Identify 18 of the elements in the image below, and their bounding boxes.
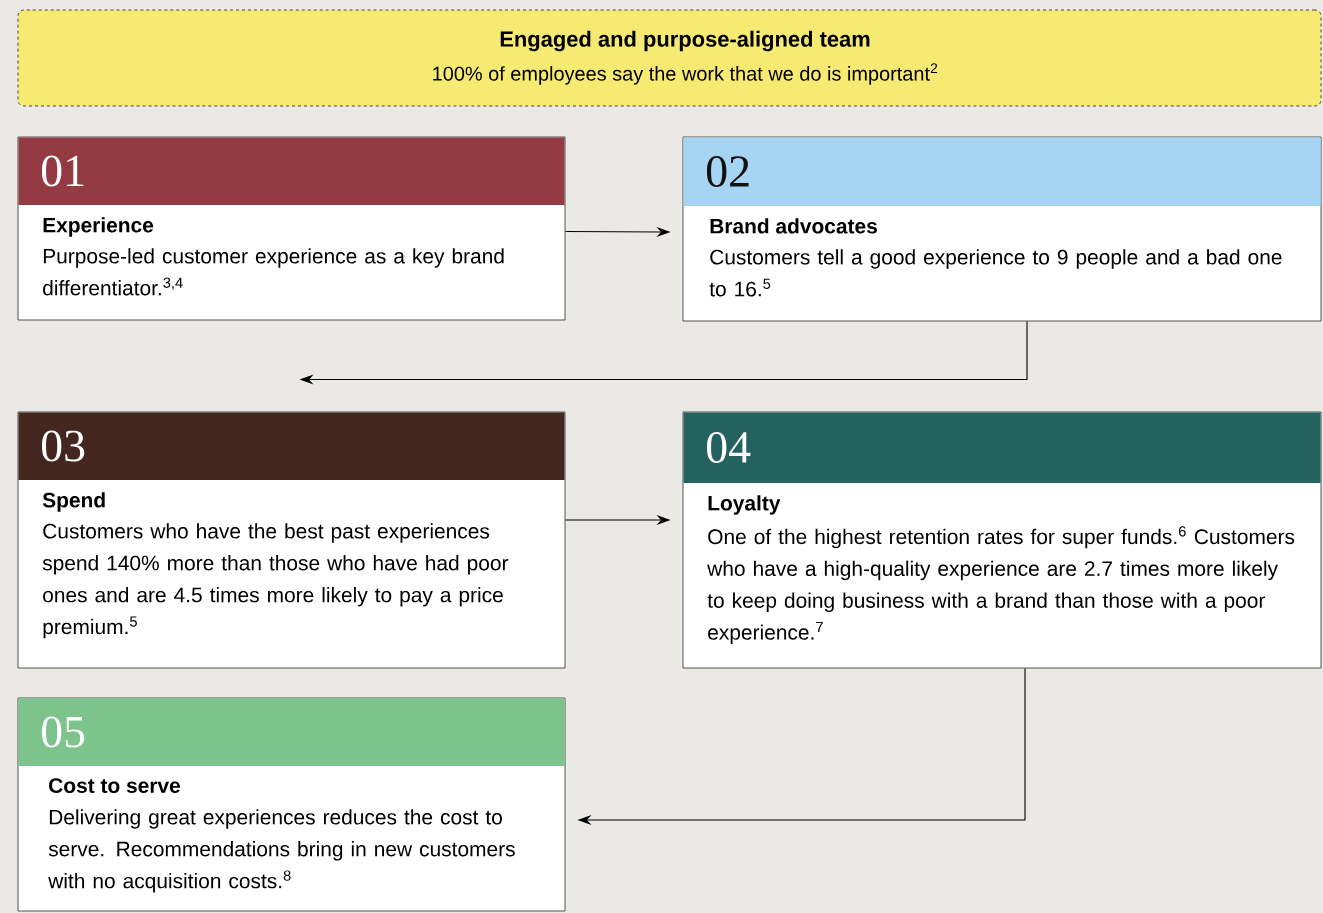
card-heading: Brand advocates <box>710 218 877 234</box>
card-text: Customers tell a good experience to 9 people and a bad one to 16.$^{5}$ <box>709 249 1282 297</box>
card-heading: Experience <box>43 217 154 237</box>
header-band: 04 <box>683 412 1321 483</box>
card-text: Delivering great experiences reduces the cost to serve. Recommendations bring in new customers with no acquisition costs.$^{8}$ <box>48 809 515 893</box>
card-heading: Loyalty <box>708 495 781 515</box>
card-text: Customers who have the best past experiences spend 140% more than those who have had poor ones and are 4.5 times more likely to pay a price premium.$^{5}$ <box>42 523 509 639</box>
header-band: 02 <box>683 137 1321 206</box>
header-band: 01 <box>18 137 565 205</box>
header-band: 03 <box>18 412 565 480</box>
banner <box>17 9 1322 107</box>
banner-title: Engaged and purpose-aligned team <box>500 30 870 52</box>
card-heading: Cost to serve <box>49 778 180 793</box>
card-text: Purpose-led customer experience as a key brand differentiator.$^{3,4}$ <box>43 248 504 296</box>
card-text: One of the highest retention rates for super funds.$^{6}$ Customers who have a high-quality experience are 2.7 times more likely to keep doing business with a brand than those with a poor experience.$^{7}$ <box>707 526 1295 644</box>
card-heading: Spend <box>42 492 105 512</box>
banner-subtitle: 100% of employees say the work that we do is important$^{2}$ <box>433 63 938 85</box>
header-band: 05 <box>18 698 565 766</box>
